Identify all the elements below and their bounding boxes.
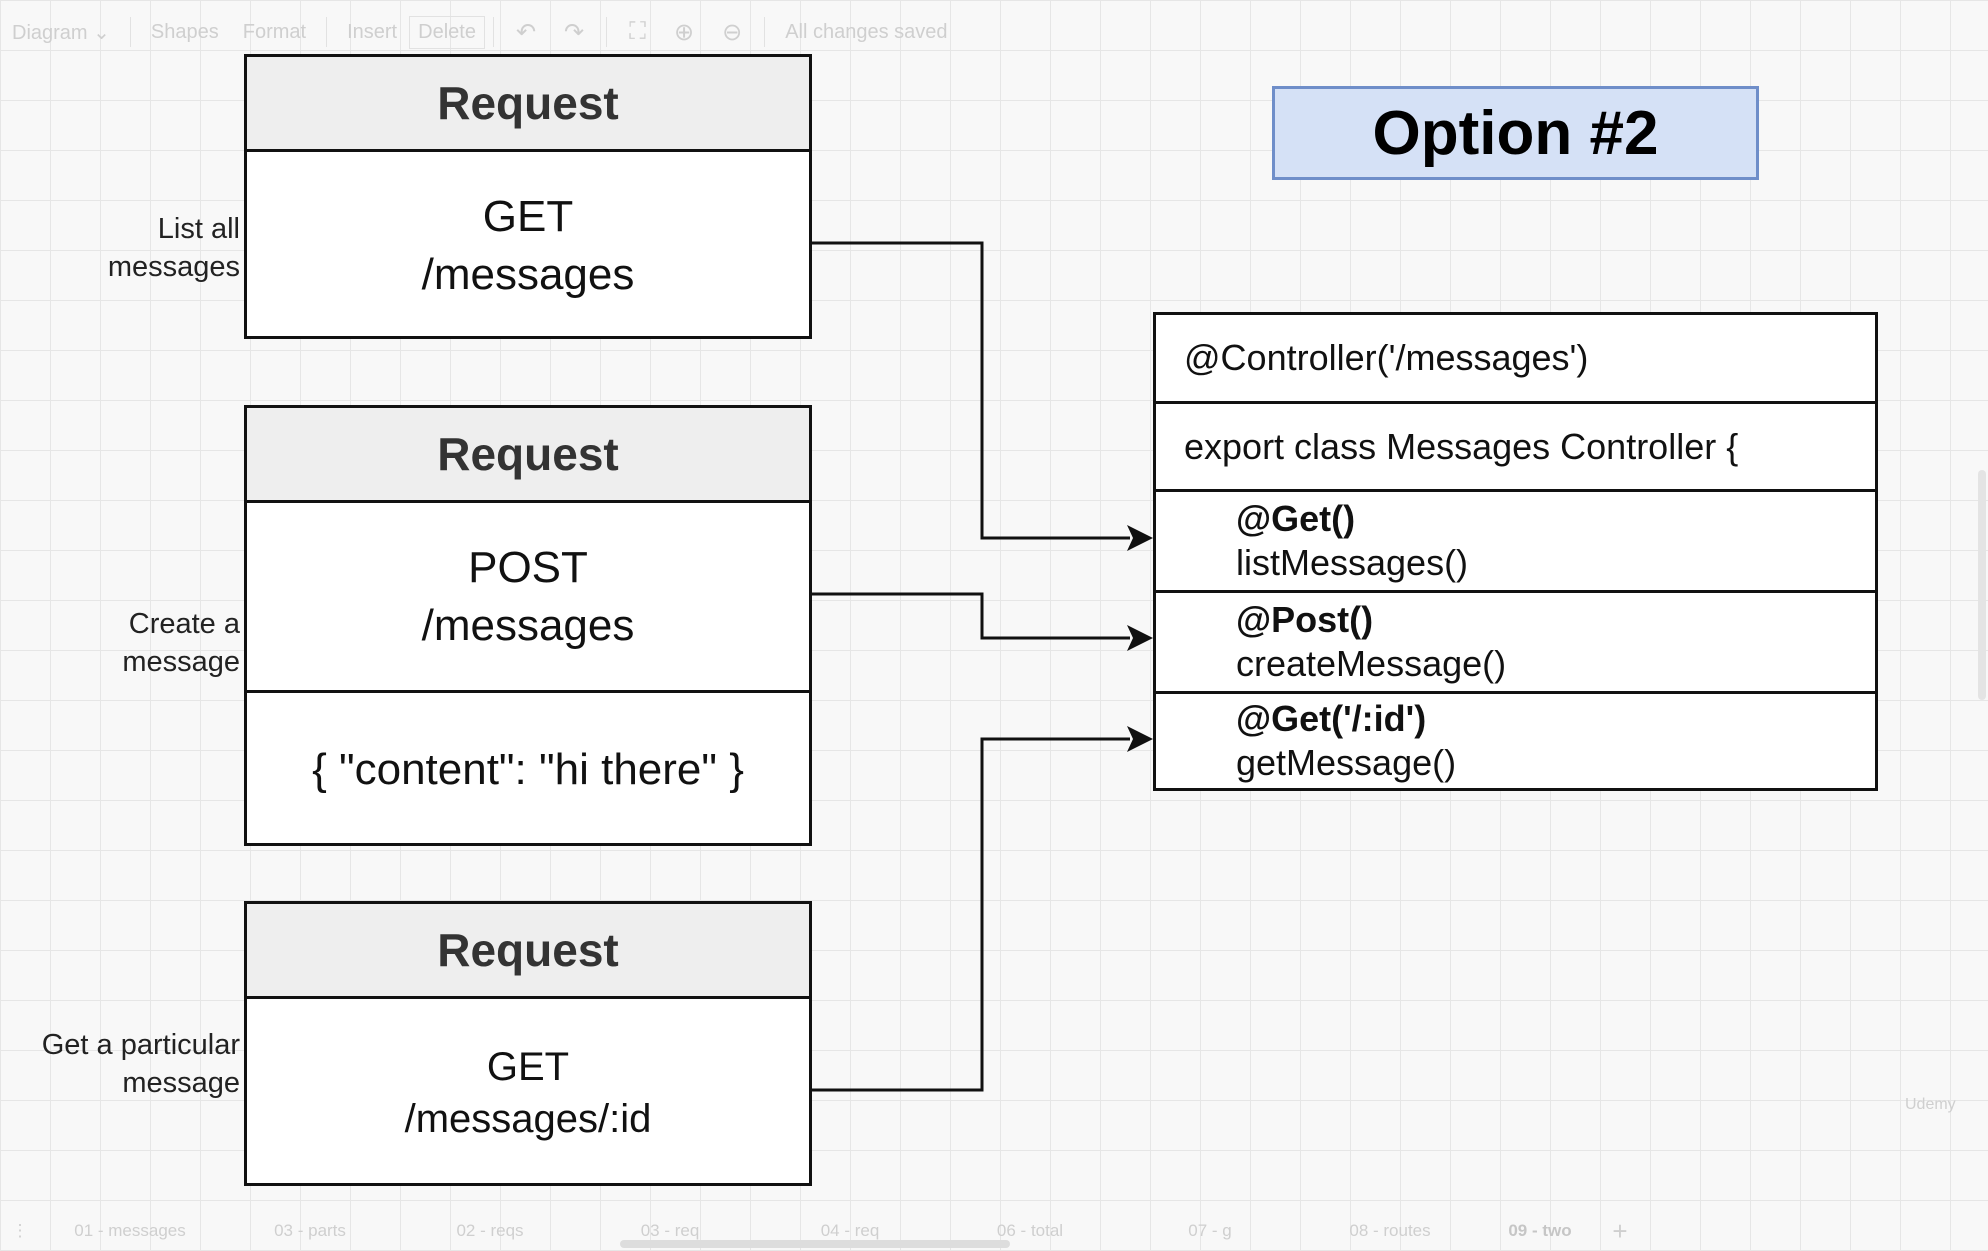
- request-line: GET /messages: [247, 152, 809, 339]
- route-decorator: @Post(): [1236, 599, 1374, 640]
- page-tab[interactable]: 07 - g: [1188, 1221, 1232, 1240]
- option-title[interactable]: Option #2: [1272, 86, 1759, 180]
- request-label-line: List all: [157, 213, 240, 245]
- route-decorator: @Get(): [1236, 498, 1356, 539]
- request-label-list: List all messages: [10, 210, 240, 286]
- route-decorator: @Get('/:id'): [1236, 698, 1427, 739]
- http-method: GET: [482, 192, 574, 242]
- page-tab[interactable]: 03 - req: [640, 1221, 700, 1240]
- request-body: { "content": "hi there" }: [312, 744, 744, 794]
- request-path: /messages/:id: [404, 1096, 652, 1141]
- request-header: Request: [247, 408, 809, 503]
- handler-create-message[interactable]: @Post() createMessage(): [1156, 593, 1875, 694]
- request-label-line: message: [122, 1067, 240, 1099]
- diagram-menu[interactable]: Diagram ⌄: [12, 21, 110, 44]
- request-box-list-messages[interactable]: Request GET /messages: [244, 54, 812, 339]
- tabs-menu-icon[interactable]: ⋮: [11, 1221, 29, 1240]
- handler-name: listMessages(): [1236, 542, 1469, 583]
- toolbar-divider: [492, 17, 494, 47]
- diagram-menu-label: Diagram: [12, 21, 88, 44]
- handler-name: getMessage(): [1236, 742, 1457, 783]
- redo-icon[interactable]: ↷: [564, 18, 585, 46]
- fullscreen-icon[interactable]: ⛶: [629, 18, 646, 45]
- handler-list-messages[interactable]: @Get() listMessages(): [1156, 492, 1875, 593]
- arrowhead: [1127, 625, 1153, 651]
- toolbar-divider: [326, 17, 328, 47]
- horizontal-scrollbar[interactable]: [620, 1240, 1010, 1248]
- zoom-out-icon[interactable]: ⊖: [722, 18, 743, 46]
- delete-button[interactable]: Delete: [409, 15, 485, 49]
- undo-icon[interactable]: ↶: [515, 18, 537, 46]
- arrowhead: [1127, 525, 1153, 551]
- connector-get-message: [812, 737, 1130, 1092]
- controller-decorator: @Controller('/messages'): [1156, 315, 1875, 404]
- page-tabs: ⋮ 01 - messages 03 - parts 02 - reqs 03 …: [0, 1212, 1988, 1250]
- plus-icon[interactable]: +: [1612, 1215, 1628, 1246]
- editor-toolbar: Diagram ⌄ Shapes Format Insert Delete ↶ …: [0, 0, 1988, 64]
- request-label-create: Create a message: [10, 605, 240, 681]
- http-method: POST: [468, 543, 588, 593]
- arrowhead: [1127, 726, 1153, 752]
- request-label-line: messages: [107, 251, 240, 283]
- messages-controller-box[interactable]: @Controller('/messages') export class Me…: [1153, 312, 1878, 791]
- toolbar-divider: [606, 17, 608, 47]
- insert-button[interactable]: Insert: [347, 20, 398, 43]
- vertical-scrollbar[interactable]: [1978, 470, 1986, 700]
- class-declaration: export class Messages Controller {: [1156, 404, 1875, 492]
- request-line: POST /messages: [247, 503, 809, 693]
- handler-get-message[interactable]: @Get('/:id') getMessage(): [1156, 694, 1875, 788]
- toolbar-divider: [129, 17, 131, 47]
- request-label-line: Create a: [128, 608, 240, 640]
- request-path: /messages: [421, 249, 635, 299]
- page-tab[interactable]: 01 - messages: [74, 1221, 186, 1240]
- connector-create-message: [812, 592, 1130, 640]
- handler-name: createMessage(): [1236, 643, 1507, 684]
- request-header: Request: [247, 904, 809, 999]
- page-tab[interactable]: 04 - req: [820, 1221, 880, 1240]
- request-box-get-message[interactable]: Request GET /messages/:id: [244, 901, 812, 1186]
- zoom-in-icon[interactable]: ⊕: [673, 18, 695, 46]
- page-tab[interactable]: 02 - reqs: [456, 1221, 524, 1240]
- request-label-line: message: [122, 646, 240, 678]
- page-tab[interactable]: 08 - routes: [1349, 1221, 1431, 1240]
- request-label-line: Get a particular: [41, 1029, 240, 1061]
- udemy-watermark: Udemy: [1905, 1096, 1956, 1113]
- page-tab-active[interactable]: 09 - two: [1508, 1221, 1572, 1240]
- page-tab[interactable]: 03 - parts: [274, 1221, 346, 1240]
- request-label-get-one: Get a particular message: [10, 1026, 240, 1102]
- http-method: GET: [486, 1044, 570, 1089]
- request-header: Request: [247, 57, 809, 152]
- request-box-create-message[interactable]: Request POST /messages { "content": "hi …: [244, 405, 812, 846]
- save-status: All changes saved: [785, 20, 948, 43]
- connector-list-messages: [812, 241, 1130, 540]
- request-path: /messages: [421, 600, 635, 650]
- shapes-button[interactable]: Shapes: [150, 20, 219, 43]
- toolbar-divider: [764, 17, 766, 47]
- page-tab[interactable]: 06 - total: [996, 1221, 1064, 1240]
- request-line: GET /messages/:id: [247, 999, 809, 1186]
- format-button[interactable]: Format: [242, 20, 307, 43]
